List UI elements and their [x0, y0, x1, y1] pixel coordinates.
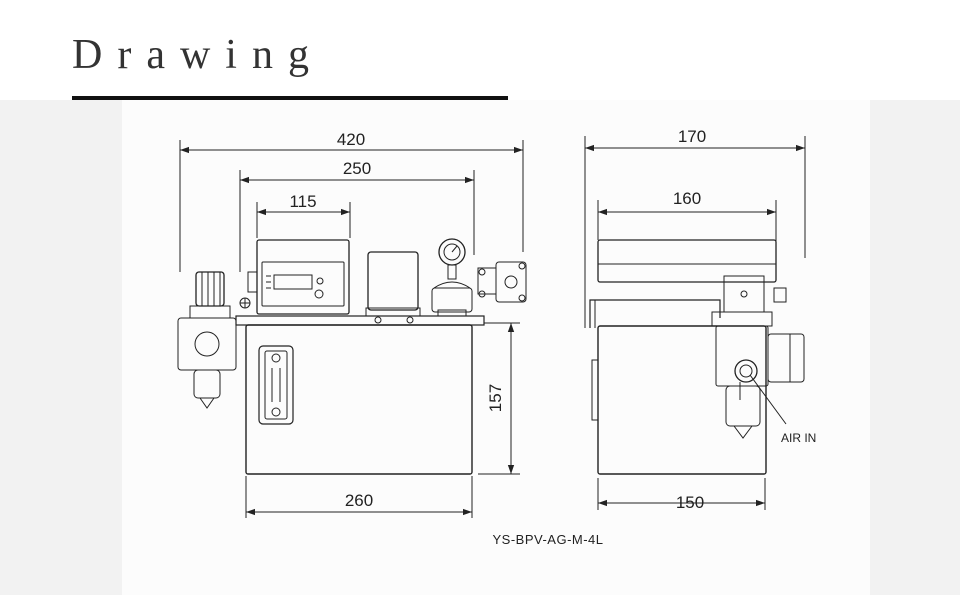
- dim-label-tank-depth: 150: [676, 493, 704, 512]
- air-in-label: AIR IN: [781, 431, 816, 445]
- title-underline: [72, 96, 508, 100]
- page-header: Drawing: [0, 0, 960, 100]
- dimension-labels: 420 250 115 260 157 170 160 150 AIR IN Y…: [289, 127, 816, 547]
- dim-label-overall-depth: 170: [678, 127, 706, 146]
- filter-bowl-side: [725, 385, 761, 427]
- distribution-valve: [495, 261, 527, 303]
- mounting-plate: [235, 315, 485, 326]
- dim-label-overall-width: 420: [337, 130, 365, 149]
- filter-body: [177, 317, 237, 371]
- model-number: YS-BPV-AG-M-4L: [492, 532, 603, 547]
- page-title: Drawing: [72, 32, 324, 78]
- motor-housing: [367, 251, 419, 311]
- pump-body: [431, 287, 473, 313]
- filter-bowl: [193, 369, 221, 399]
- lid-side: [597, 239, 777, 283]
- oil-level-gauge: [258, 345, 294, 425]
- gauge-side: [767, 333, 805, 383]
- air-in-leader: [749, 374, 787, 425]
- dim-label-display-offset: 115: [289, 192, 316, 211]
- tank-side: [597, 325, 767, 475]
- front-view: [177, 140, 527, 518]
- dim-label-body-width: 250: [343, 159, 371, 178]
- dim-label-tank-height: 157: [486, 384, 505, 412]
- regulator-side: [715, 325, 769, 387]
- side-view: [584, 136, 806, 510]
- dim-label-lid-depth: 160: [673, 189, 701, 208]
- control-unit: [256, 239, 350, 315]
- dim-label-tank-width: 260: [345, 491, 373, 510]
